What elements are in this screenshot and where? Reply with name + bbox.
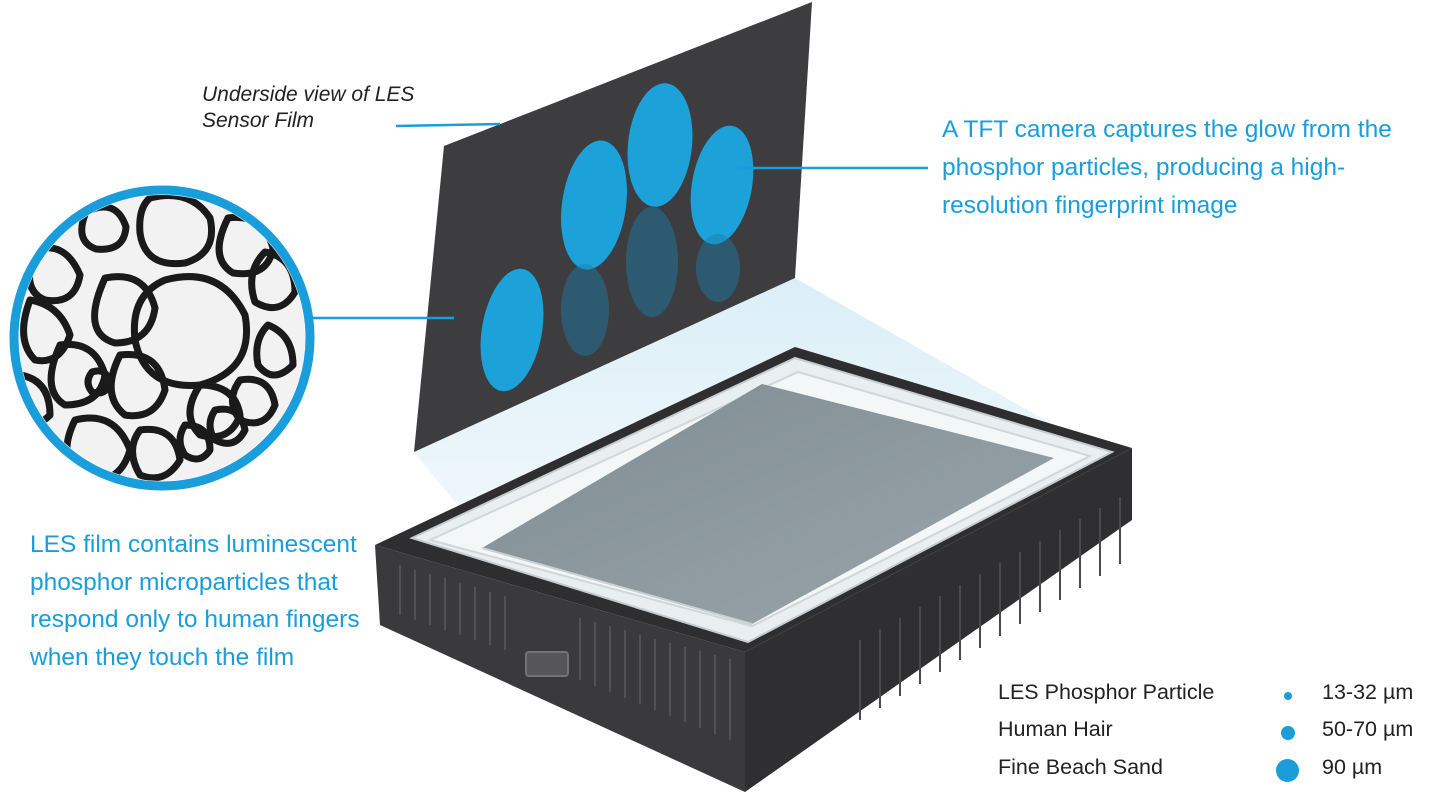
dot-large-icon	[1276, 759, 1299, 782]
fingerprint-little-icon	[690, 125, 754, 245]
particle-magnifier-icon	[9, 185, 315, 491]
legend-row-hair: Human Hair 50-70 µm	[998, 717, 1429, 754]
device-vent-right	[859, 497, 1121, 720]
finger-segment-3	[696, 234, 740, 302]
magnifier-ring	[9, 185, 315, 491]
scanner-device-icon	[375, 347, 1132, 792]
fingerprint-group	[480, 83, 754, 392]
legend-name: Fine Beach Sand	[998, 755, 1163, 779]
device-side-face	[745, 448, 1132, 792]
legend-size: 13-32 µm	[1322, 680, 1414, 704]
glass-edge-line	[481, 547, 753, 625]
callout-lines	[312, 122, 928, 320]
legend-name: Human Hair	[998, 717, 1113, 741]
device-vent-left	[399, 565, 731, 740]
finger-segment-2	[626, 207, 678, 317]
device-port	[525, 651, 569, 677]
legend-size: 90 µm	[1322, 755, 1383, 779]
fingerprint-index-icon	[480, 268, 544, 392]
sensor-film-panel	[414, 2, 812, 452]
les-film-callout: LES film contains luminescent phosphor m…	[30, 531, 360, 671]
sensor-glass	[482, 384, 1054, 624]
fingerprint-middle-icon	[561, 140, 627, 270]
caption-pointer-line	[395, 122, 501, 128]
underside-caption: Underside view of LES Sensor Film	[202, 83, 415, 132]
size-legend: LES Phosphor Particle 13-32 µm Human Hai…	[998, 680, 1429, 790]
dot-medium-icon	[1281, 726, 1295, 740]
legend-row-phosphor: LES Phosphor Particle 13-32 µm	[998, 680, 1429, 717]
finger-segment-1	[561, 264, 609, 356]
legend-row-sand: Fine Beach Sand 90 µm	[998, 755, 1429, 792]
dot-small-icon	[1284, 692, 1292, 700]
tft-camera-callout: A TFT camera captures the glow from the …	[942, 116, 1392, 219]
legend-name: LES Phosphor Particle	[998, 680, 1215, 704]
fingerprint-ring-icon	[627, 83, 693, 207]
legend-size: 50-70 µm	[1322, 717, 1414, 741]
